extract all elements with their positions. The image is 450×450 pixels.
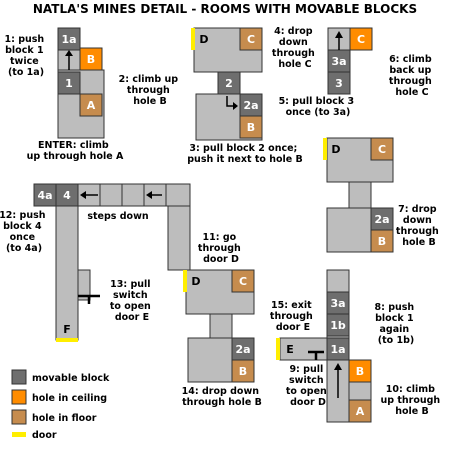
note-8: 8: push block 1 again (to 1b): [374, 302, 417, 346]
cell-label-c: C: [247, 33, 255, 46]
cell-label-3a: 3a: [331, 55, 346, 68]
room-7: 3a 1b 1a B A E: [276, 269, 372, 423]
room-6: D C 2a B: [183, 269, 255, 383]
legend-label-door: door: [32, 430, 57, 441]
cell-label-2a5: 2a: [374, 213, 389, 226]
door-d-6: [183, 270, 187, 292]
note-13: 13: pull switch to open door E: [110, 279, 154, 323]
cell-label-1a7: 1a: [330, 343, 345, 356]
floor-hole-c5: [370, 137, 394, 161]
note-enter: ENTER: climb up through hole A: [27, 140, 124, 162]
block-1b: [326, 313, 350, 337]
cell-label-c3: C: [357, 33, 365, 46]
floor-hole-b5: [370, 229, 394, 253]
cell-label-1b: 1b: [330, 319, 346, 332]
room-3: 3a 3 C: [327, 27, 373, 95]
door-e: [276, 338, 280, 360]
room-6-neck: [209, 313, 233, 339]
cell-label-3a7: 3a: [330, 297, 345, 310]
cell-label-2: 2: [225, 77, 233, 90]
arrow-right-icon: [233, 102, 238, 110]
floor-hole-b6: [231, 359, 255, 383]
block-3: [327, 71, 351, 95]
note-6: 6: climb back up through hole C: [389, 54, 435, 98]
cell-label-b2: B: [247, 121, 255, 134]
legend-label-movable-block: movable block: [32, 373, 110, 384]
door-d-top: [191, 28, 195, 50]
cell-label-e: E: [286, 343, 294, 356]
cell-label-4a: 4a: [37, 189, 52, 202]
cell-label-1a: 1a: [61, 33, 76, 46]
cell-label-d: D: [199, 33, 208, 46]
cell-label-2a6: 2a: [235, 343, 250, 356]
cell-label-a: A: [87, 99, 96, 112]
cell-label-3: 3: [335, 77, 343, 90]
note-9: 9: pull switch to open door D: [286, 364, 330, 408]
block-4: [55, 183, 79, 207]
note-11: 11: go through door D: [198, 232, 244, 265]
floor-hole-a: [79, 93, 103, 117]
note-15: 15: exit through door E: [270, 300, 316, 333]
legend-label-hole-ceiling: hole in ceiling: [32, 393, 107, 404]
note-steps: steps down: [87, 211, 149, 222]
cell-label-c5: C: [378, 143, 386, 156]
annotations: 1: push block 1 twice (to 1a) 2: climb u…: [0, 26, 443, 417]
diagram-title: NATLA'S MINES DETAIL - ROOMS WITH MOVABL…: [33, 2, 417, 16]
floor-hole-c: [239, 27, 263, 51]
legend-swatch-hole-ceiling: [11, 389, 27, 405]
door-f: [56, 338, 78, 342]
floor-hole-a7: [348, 399, 372, 423]
cell-label-d6: D: [191, 275, 200, 288]
cell-label-b: B: [87, 53, 95, 66]
cell-label-c6: C: [239, 275, 247, 288]
note-2: 2: climb up through hole B: [119, 74, 182, 107]
legend-label-hole-floor: hole in floor: [32, 413, 97, 424]
cell-label-b6: B: [239, 365, 247, 378]
note-1: 1: push block 1 twice (to 1a): [4, 34, 47, 78]
room-4-right-drop: [167, 205, 191, 271]
cell-label-d5: D: [331, 143, 340, 156]
note-14: 14: drop down through hole B: [182, 386, 263, 408]
arrow-up-icon-7: [334, 363, 342, 370]
room-4: 4a 4 F: [33, 183, 191, 342]
cell-label-2a: 2a: [243, 99, 258, 112]
arrow-up-icon: [65, 50, 73, 56]
note-4: 4: drop down through hole C: [272, 26, 318, 70]
block-2: [217, 71, 241, 95]
cell-label-a7: A: [356, 405, 365, 418]
floor-hole-c6: [231, 269, 255, 293]
note-5: 5: pull block 3 once (to 3a): [279, 96, 358, 118]
room-4-switch-bay: [77, 269, 91, 301]
cell-label-b5: B: [378, 235, 386, 248]
arrow-left-icon-1: [80, 191, 86, 199]
room-4-left-shaft: [55, 205, 79, 341]
cell-label-b7: B: [356, 365, 364, 378]
note-10: 10: climb up through hole B: [380, 384, 443, 417]
ceiling-hole-b: [79, 47, 103, 71]
note-3: 3: pull block 2 once; push it next to ho…: [187, 143, 303, 165]
room-2: D C 2 2a B: [191, 27, 263, 141]
ceiling-hole-c: [349, 27, 373, 51]
arrow-left-icon-2: [146, 191, 152, 199]
cell-label-4: 4: [63, 189, 71, 202]
floor-hole-b: [239, 115, 263, 139]
legend-swatch-door: [12, 432, 26, 437]
arrow-up-icon-3: [335, 31, 343, 38]
note-7: 7: drop down through hole B: [396, 204, 442, 248]
note-12: 12: push block 4 once (to 4a): [0, 210, 49, 254]
room-5-neck: [348, 181, 372, 209]
door-d-5: [323, 138, 327, 160]
legend-swatch-hole-floor: [11, 409, 27, 425]
legend-swatch-movable-block: [11, 369, 27, 385]
block-1: [57, 71, 81, 95]
room-5: D C 2a B: [323, 137, 394, 253]
room-1: 1a B 1 A: [57, 27, 105, 139]
cell-label-f: F: [63, 323, 71, 336]
ceiling-hole-b7: [348, 359, 372, 383]
legend: movable block hole in ceiling hole in fl…: [11, 369, 110, 441]
cell-label-1: 1: [65, 77, 73, 90]
block-1a-7: [326, 337, 350, 361]
